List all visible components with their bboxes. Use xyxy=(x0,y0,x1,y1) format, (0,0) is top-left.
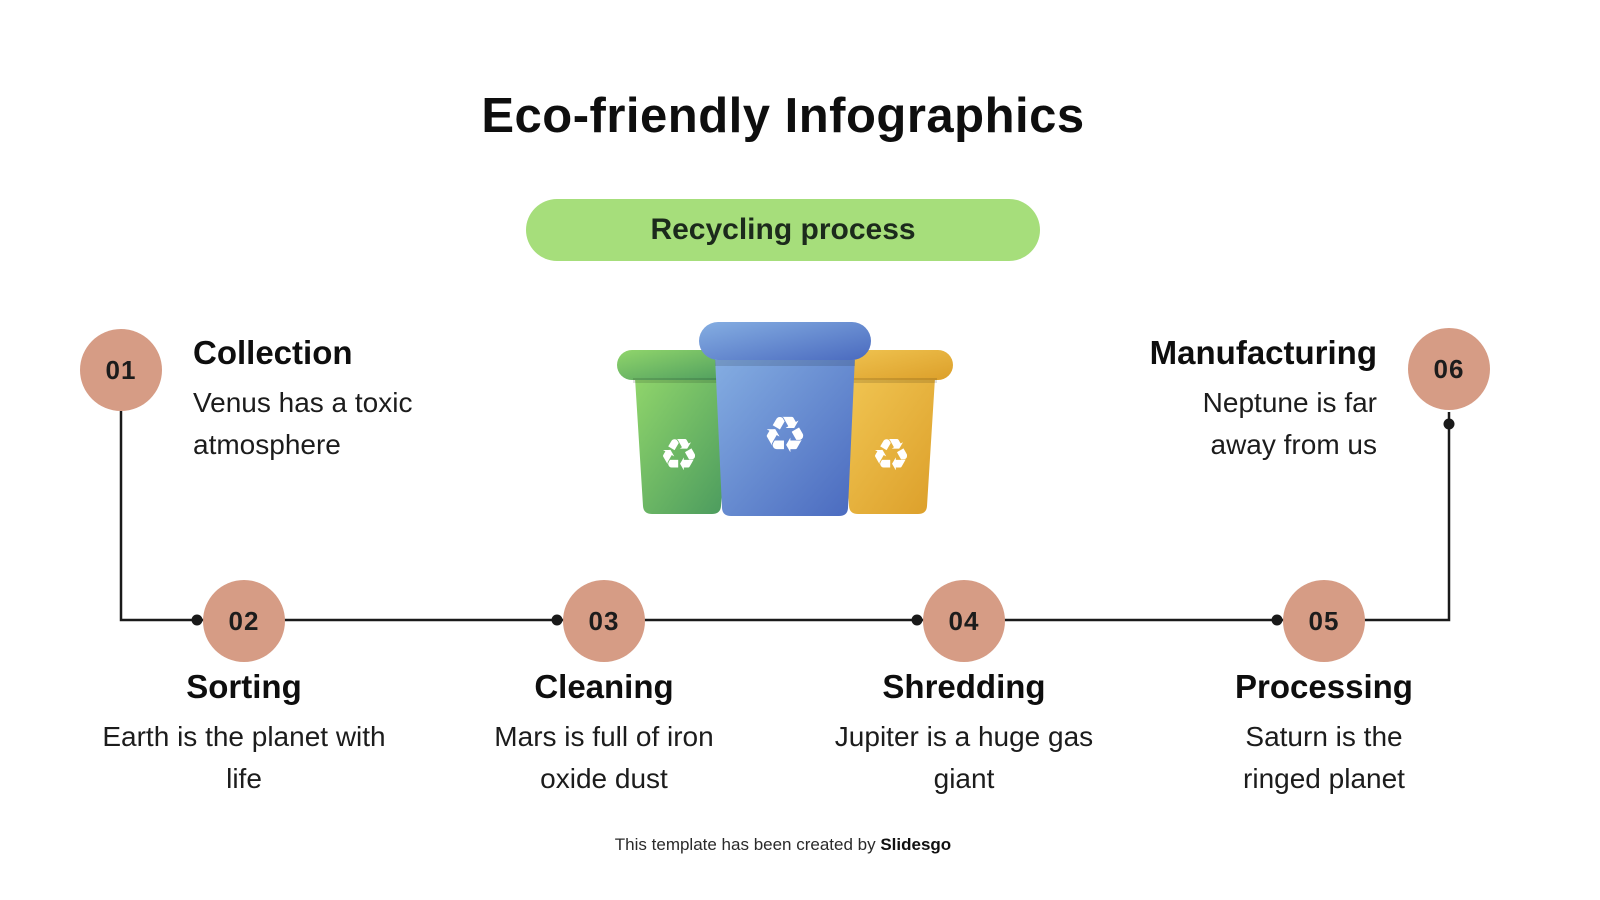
junction-dot xyxy=(1443,418,1455,430)
step-number: 06 xyxy=(1433,353,1465,384)
step-number: 02 xyxy=(228,605,260,636)
step-circle-04: 04 xyxy=(923,580,1005,662)
recycle-icon: ♻ xyxy=(763,406,808,464)
step-circle-01: 01 xyxy=(80,329,162,411)
step-circle-02: 02 xyxy=(203,580,285,662)
step-title: Shredding xyxy=(882,668,1046,705)
step-number: 04 xyxy=(948,605,980,636)
step-title: Manufacturing xyxy=(1149,334,1377,371)
footer-brand: Slidesgo xyxy=(880,835,952,854)
step-description: Saturn is the ringed planet xyxy=(1243,721,1405,794)
footer-text: This template has been created by xyxy=(614,835,881,854)
timeline-path xyxy=(119,411,1451,622)
step-processing: Processing Saturn is the ringed planet xyxy=(1154,668,1494,800)
recycling-bins-illustration: ♻ ♻ ♻ xyxy=(617,322,953,516)
step-number: 03 xyxy=(588,605,620,636)
recycling-process-badge: Recycling process xyxy=(526,199,1040,261)
step-sorting: Sorting Earth is the planet with life xyxy=(74,668,414,800)
footer-credit: This template has been created by Slides… xyxy=(615,835,951,855)
page-title: Eco-friendly Infographics xyxy=(481,89,1085,143)
step-shredding: Shredding Jupiter is a huge gas giant xyxy=(794,668,1134,800)
step-description: Earth is the planet with life xyxy=(102,721,386,794)
recycle-icon: ♻ xyxy=(871,430,910,481)
step-description: Jupiter is a huge gas giant xyxy=(834,721,1094,794)
step-title: Sorting xyxy=(186,668,302,705)
green-bin: ♻ xyxy=(617,350,747,514)
badge-label: Recycling process xyxy=(650,213,916,246)
step-description: Venus has a toxic atmosphere xyxy=(193,387,413,460)
step-circle-05: 05 xyxy=(1283,580,1365,662)
step-collection: Collection Venus has a toxic atmosphere xyxy=(193,334,473,466)
step-title: Processing xyxy=(1235,668,1413,705)
blue-bin: ♻ xyxy=(699,322,871,516)
step-circle-06: 06 xyxy=(1408,328,1490,410)
step-circle-03: 03 xyxy=(563,580,645,662)
junction-dot xyxy=(191,614,203,626)
step-number: 01 xyxy=(105,354,137,385)
junction-dot xyxy=(551,614,563,626)
step-number: 05 xyxy=(1308,605,1340,636)
step-title: Collection xyxy=(193,334,353,371)
junction-dot xyxy=(1271,614,1283,626)
recycle-icon: ♻ xyxy=(659,430,698,481)
step-description: Mars is full of iron oxide dust xyxy=(494,721,714,794)
junction-dot xyxy=(911,614,923,626)
step-cleaning: Cleaning Mars is full of iron oxide dust xyxy=(434,668,774,800)
step-title: Cleaning xyxy=(534,668,674,705)
step-manufacturing: Manufacturing Neptune is far away from u… xyxy=(1145,334,1377,466)
step-description: Neptune is far away from us xyxy=(1202,387,1377,460)
